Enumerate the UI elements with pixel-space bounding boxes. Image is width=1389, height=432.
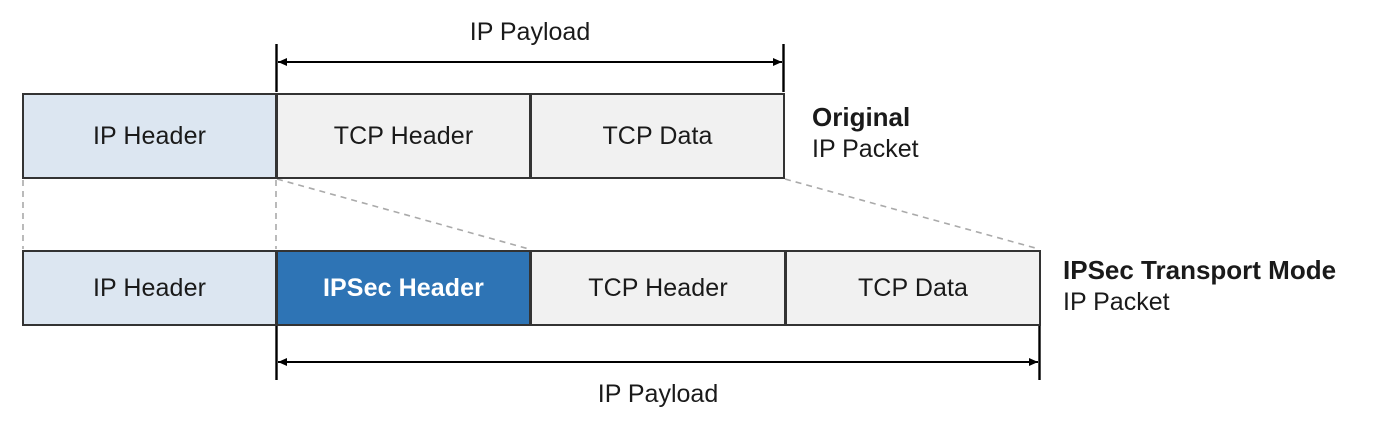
row-original-side-label-strong: Original — [812, 102, 911, 132]
row-ipsec-field-ip-header: IP Header — [22, 250, 277, 326]
connector-dashed-diagonal-tcp-data — [784, 178, 1040, 250]
row-original-side-label: Original IP Packet — [812, 101, 919, 165]
connector-dashed-diagonal-tcp-header — [276, 178, 530, 250]
row-ipsec-side-label-strong: IPSec Transport Mode — [1063, 255, 1337, 285]
row-ipsec-field-tcp-header: TCP Header — [530, 250, 786, 326]
row-ipsec-field-tcp-data: TCP Data — [785, 250, 1041, 326]
top-span-label-ip-payload: IP Payload — [469, 18, 591, 46]
row-ipsec-side-label: IPSec Transport Mode IP Packet — [1063, 254, 1336, 318]
bottom-span-label-ip-payload: IP Payload — [597, 380, 719, 408]
row-ipsec-field-ipsec-header: IPSec Header — [276, 250, 531, 326]
row-original-side-label-plain: IP Packet — [812, 135, 919, 163]
row-original-field-tcp-header: TCP Header — [276, 93, 531, 179]
row-ipsec-side-label-plain: IP Packet — [1063, 288, 1170, 316]
row-original-field-ip-header: IP Header — [22, 93, 277, 179]
row-original-field-tcp-data: TCP Data — [530, 93, 785, 179]
